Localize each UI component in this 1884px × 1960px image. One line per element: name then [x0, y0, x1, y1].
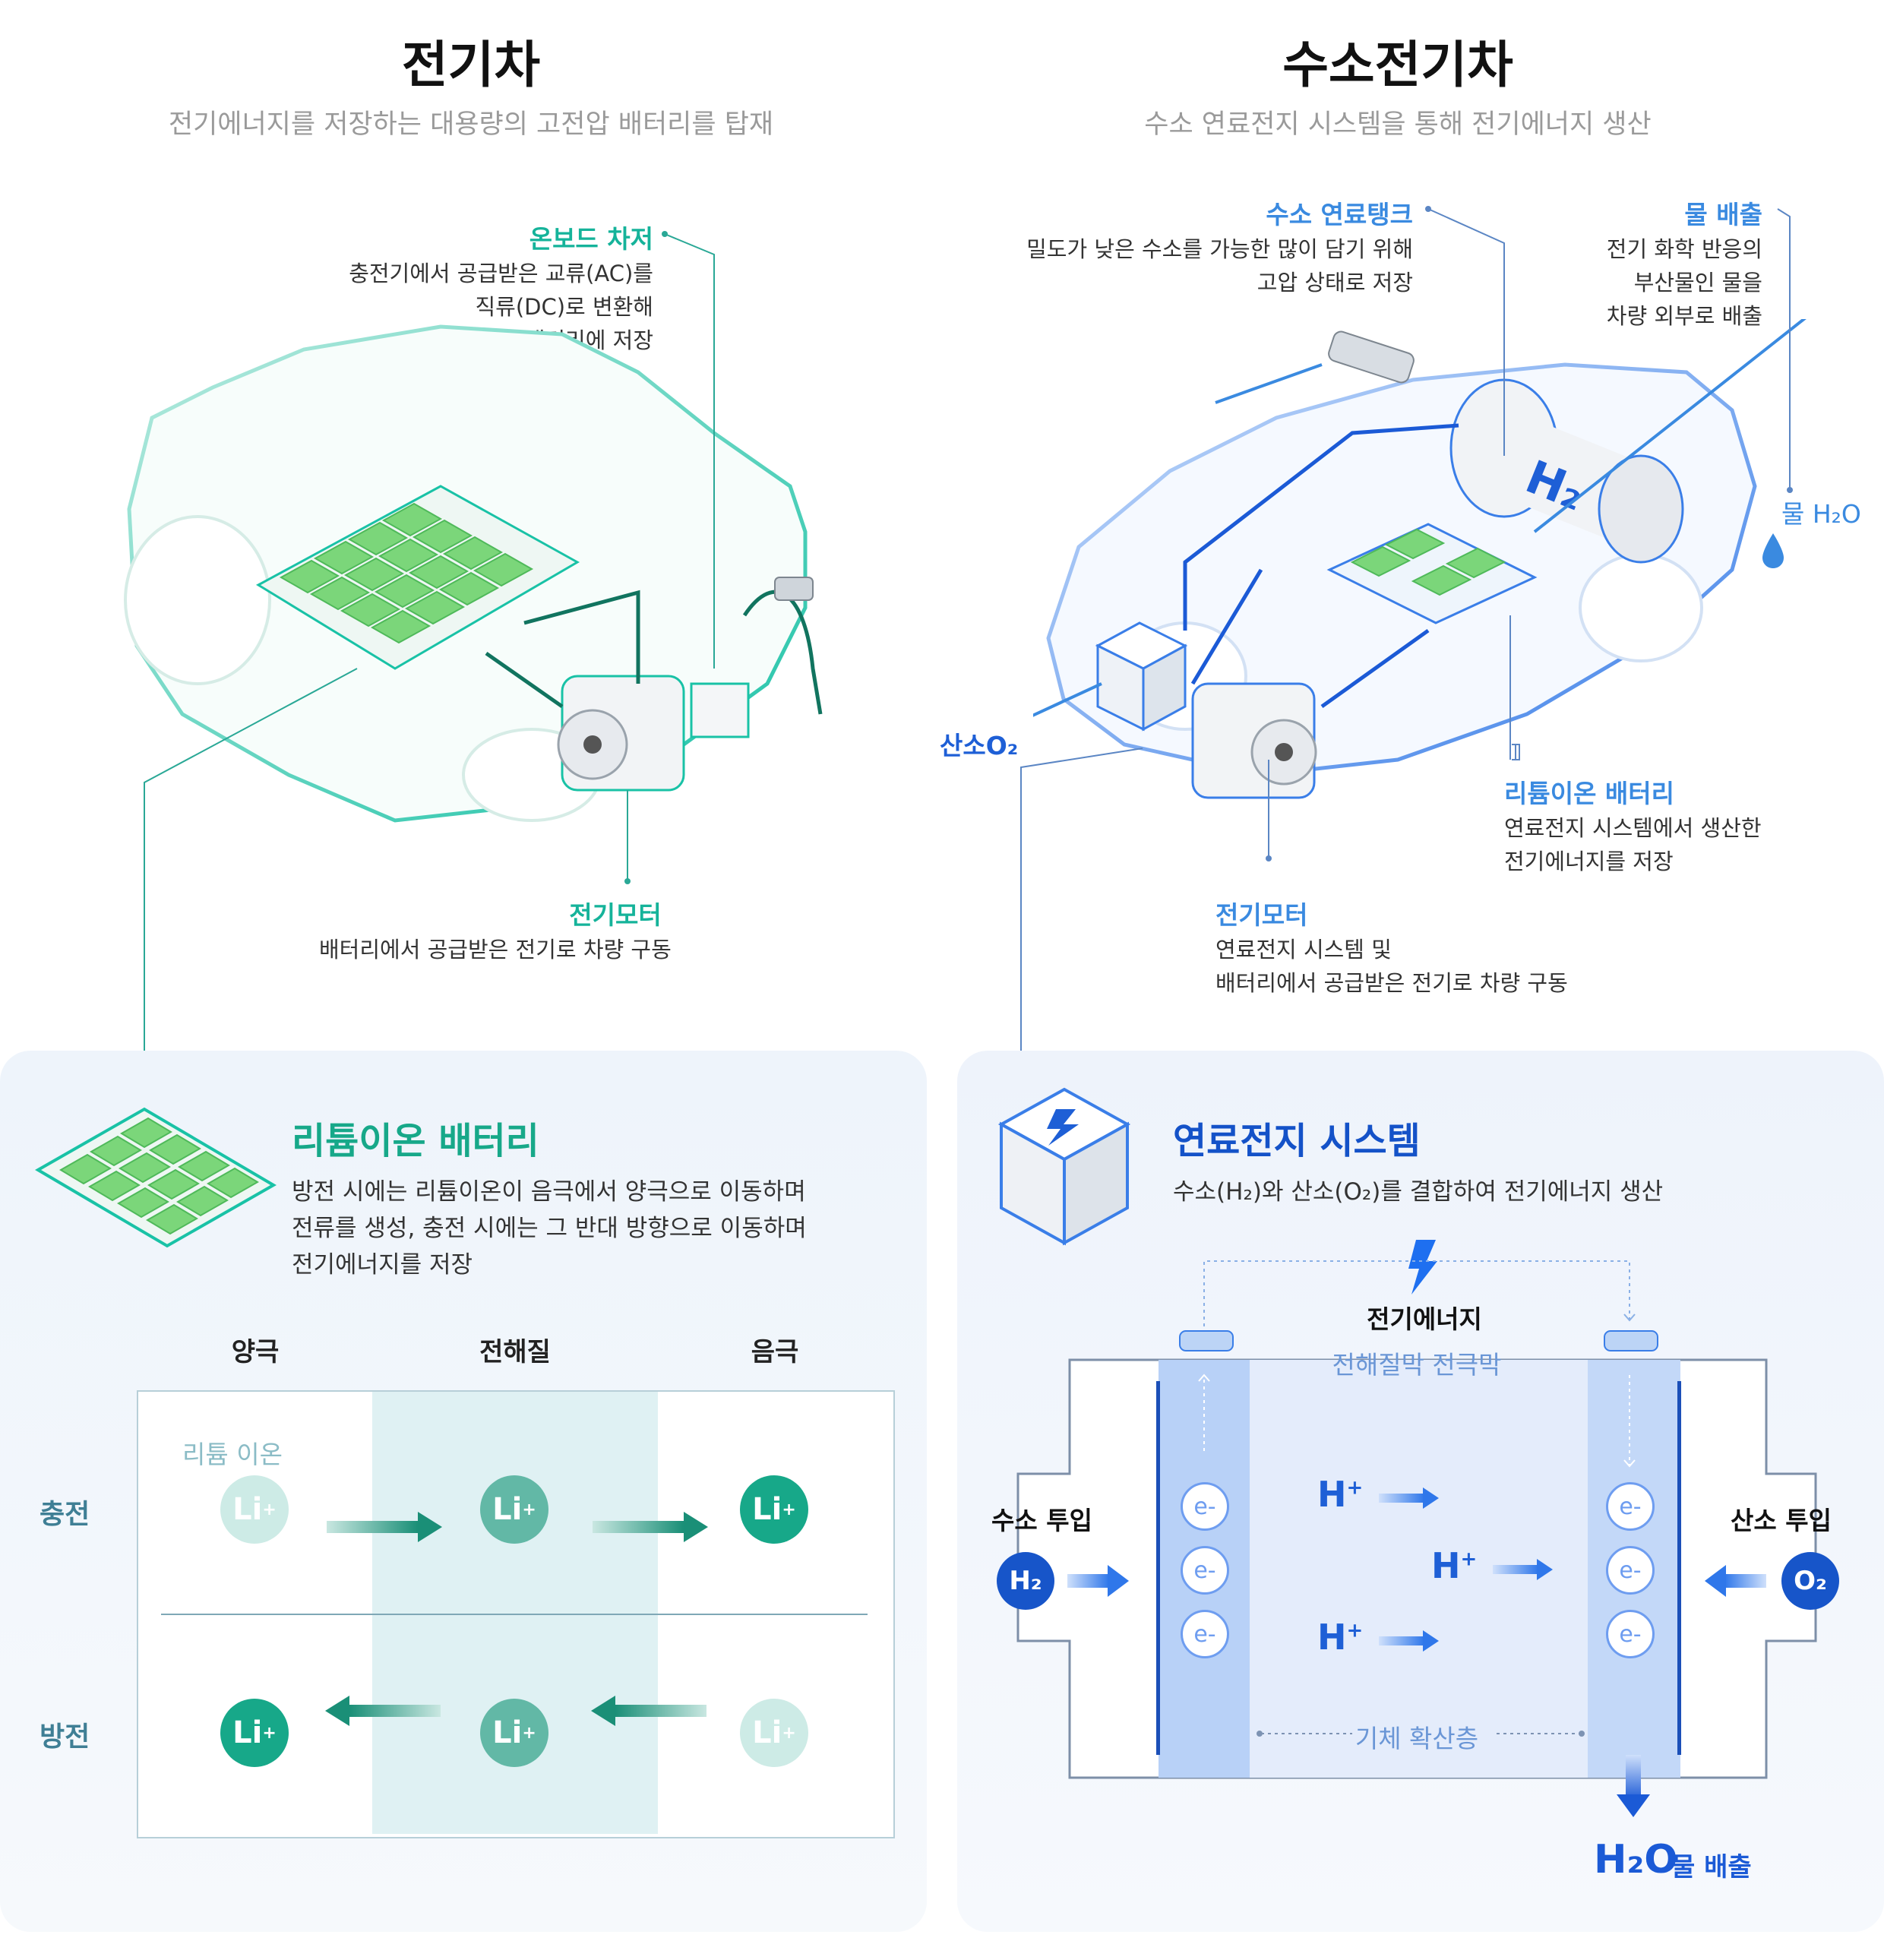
o2-in-label: 산소 투입 [1731, 1506, 1832, 1535]
fcev-battery [1326, 523, 1538, 624]
water-drop-icon [1762, 533, 1784, 568]
ion-charge-1: Li+ [220, 1475, 289, 1544]
ion-arrows [325, 1512, 708, 1726]
electron-left-1: e- [1181, 1482, 1229, 1531]
battery-pack-icon [35, 1107, 277, 1248]
water-out-formula: H₂O [1594, 1837, 1678, 1883]
col-cathode: 음극 [751, 1337, 799, 1367]
fcev-battery-label: 리튬이온 배터리 [1504, 779, 1675, 808]
gas-layer-label: 기체 확산층 [1352, 1718, 1481, 1755]
h2-circle: H₂ [997, 1552, 1054, 1610]
ion-label: 리튬 이온 [182, 1440, 283, 1469]
energy-bolt-icon [1408, 1240, 1437, 1295]
ev-car-illustration [124, 324, 823, 823]
o2-inlet-arrow [1705, 1565, 1766, 1597]
row-discharge: 방전 [40, 1721, 90, 1753]
arrow-charge-1 [327, 1512, 442, 1542]
fuelcell-panel-desc: 수소(H₂)와 산소(O₂)를 결합하여 전기에너지 생산 [1173, 1178, 1664, 1206]
h2-in-label: 수소 투입 [991, 1506, 1092, 1535]
ion-discharge-1: Li+ [220, 1699, 289, 1767]
ion-discharge-3: Li+ [740, 1699, 808, 1767]
bolt-icon [1047, 1109, 1079, 1146]
electron-right-3: e- [1606, 1610, 1655, 1658]
electron-left-3: e- [1181, 1610, 1229, 1658]
arrow-charge-2 [593, 1512, 708, 1542]
proton-arrow-2 [1493, 1559, 1553, 1580]
arrow-discharge-2 [591, 1696, 706, 1726]
membrane-label: 전해질막 전극막 [1332, 1350, 1502, 1380]
water-out-arrow [1617, 1755, 1650, 1817]
electron-right-1: e- [1606, 1482, 1655, 1531]
fcev-fuelcell-box [1095, 621, 1188, 732]
ev-battery-pack [255, 485, 580, 670]
water-out-text: 물 배출 [1671, 1852, 1752, 1883]
oxygen-in-label: 산소O₂ [940, 731, 1019, 760]
hydrogen-tank-label: 수소 연료탱크 [1266, 200, 1413, 229]
proton-1: H+ [1317, 1474, 1364, 1515]
ev-motor-desc: 배터리에서 공급받은 전기로 차량 구동 [319, 937, 672, 963]
battery-panel-title: 리튬이온 배터리 [292, 1120, 539, 1162]
fcev-subtitle: 수소 연료전지 시스템을 통해 전기에너지 생산 [1144, 109, 1652, 140]
fuelcell-box-icon [997, 1087, 1131, 1246]
col-anode: 양극 [231, 1337, 280, 1367]
ev-leader-lines [141, 231, 715, 1082]
arrow-discharge-1 [325, 1696, 441, 1726]
h2-inlet-arrow [1067, 1565, 1129, 1597]
electron-right-2: e- [1606, 1546, 1655, 1595]
electron-left-2: e- [1181, 1546, 1229, 1595]
water-out-label: 물 H₂O [1781, 499, 1861, 529]
ion-charge-2: Li+ [480, 1475, 548, 1544]
ev-subtitle: 전기에너지를 저장하는 대용량의 고전압 배터리를 탑재 [168, 109, 774, 140]
proton-arrow-3 [1379, 1630, 1439, 1652]
fcev-motor-label: 전기모터 [1215, 900, 1308, 930]
proton-2: H+ [1431, 1545, 1478, 1586]
energy-label: 전기에너지 [1367, 1304, 1482, 1334]
fcev-title: 수소전기차 [1282, 36, 1513, 94]
onboard-charger-label: 온보드 차저 [529, 224, 653, 254]
ion-charge-3: Li+ [740, 1475, 808, 1544]
water-discharge-label: 물 배출 [1684, 200, 1762, 229]
fuelcell-panel-title: 연료전지 시스템 [1173, 1120, 1421, 1162]
ev-title: 전기차 [401, 36, 541, 94]
row-divider [161, 1614, 868, 1615]
proton-3: H+ [1317, 1617, 1364, 1658]
row-charge: 충전 [40, 1499, 90, 1530]
ion-discharge-2: Li+ [480, 1699, 548, 1767]
o2-circle: O₂ [1781, 1552, 1839, 1610]
proton-arrow-1 [1379, 1487, 1439, 1509]
ev-motor [557, 675, 750, 792]
col-electrolyte: 전해질 [479, 1337, 551, 1367]
ev-motor-label: 전기모터 [569, 900, 662, 930]
